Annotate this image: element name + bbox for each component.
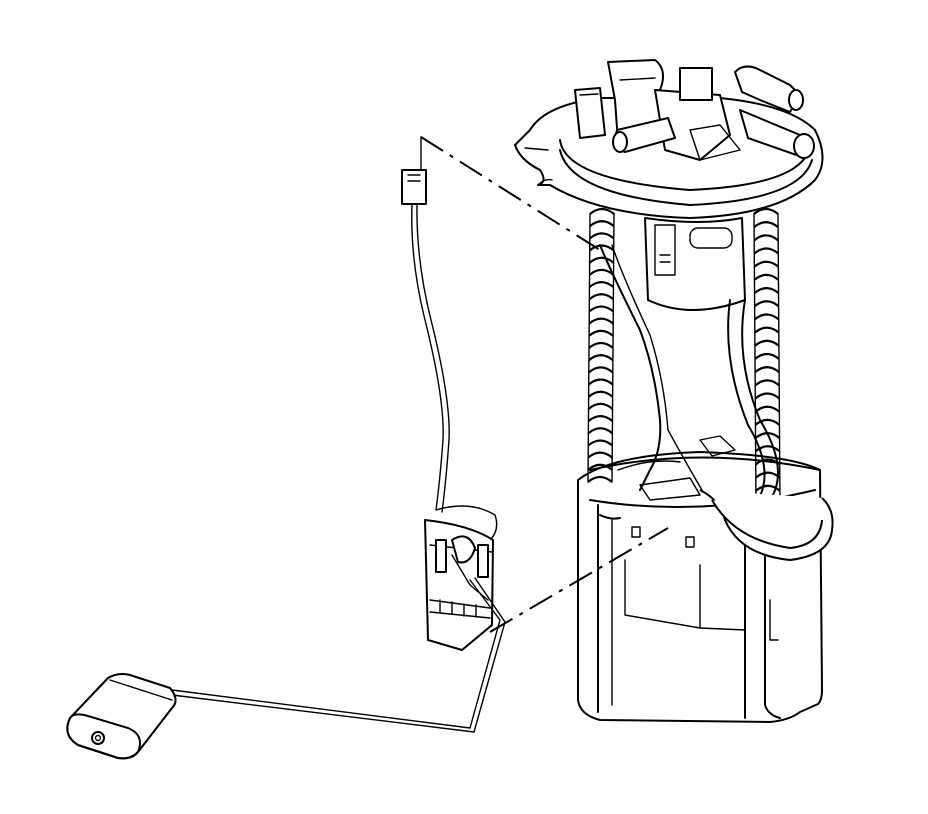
spring-outline-1 xyxy=(587,213,615,483)
corrugated-hose xyxy=(699,299,834,561)
float-arm xyxy=(171,577,506,733)
reservoir-body xyxy=(577,435,823,723)
spring-coil-1 xyxy=(587,207,615,483)
flange-fittings xyxy=(574,59,815,161)
electrical-connector xyxy=(401,136,498,541)
fuel-level-sensor xyxy=(424,519,494,651)
float xyxy=(66,673,177,760)
pump-cylinder xyxy=(644,217,746,311)
internal-wiring xyxy=(599,244,703,491)
spring-outline-2 xyxy=(753,213,781,505)
guide-rod-springs xyxy=(587,207,781,505)
alignment-lines xyxy=(420,136,669,633)
